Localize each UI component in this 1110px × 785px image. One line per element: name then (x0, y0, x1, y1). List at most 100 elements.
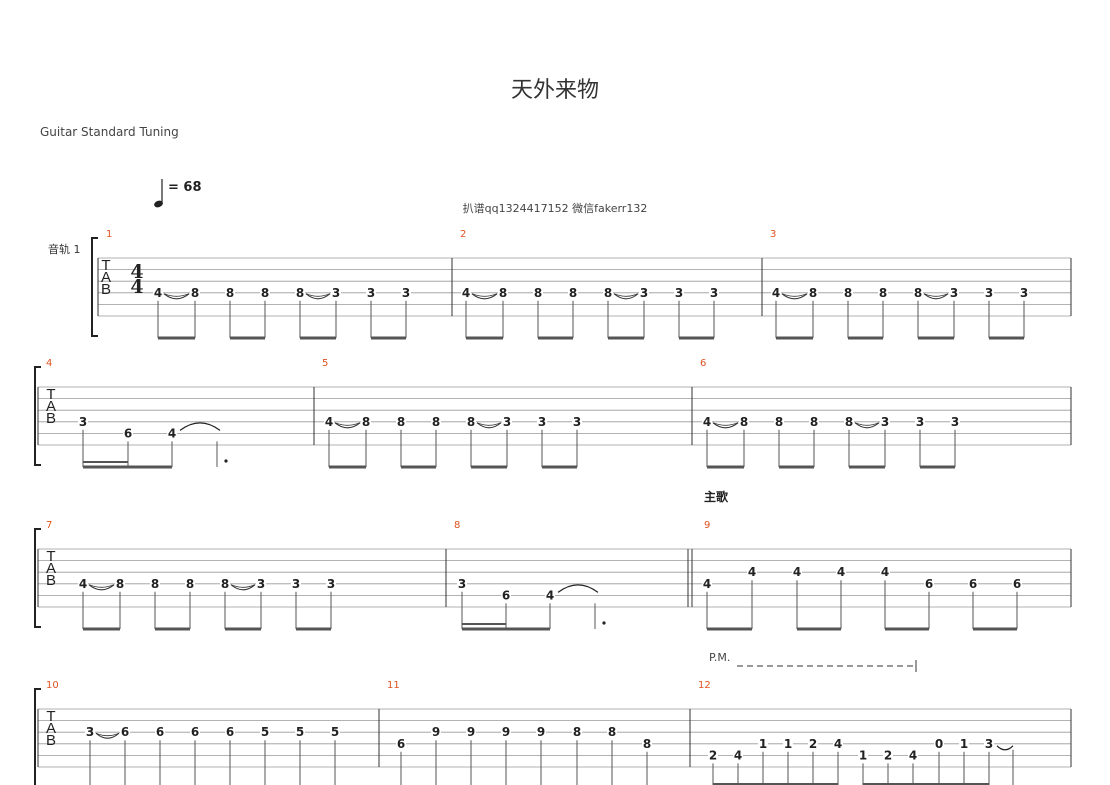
note-bg (883, 748, 893, 762)
note-bg (572, 414, 582, 428)
note-bg (326, 576, 336, 590)
fret-number: 4 (881, 565, 889, 579)
note-bg (844, 414, 854, 428)
system-bracket (34, 528, 41, 628)
note-bg (185, 576, 195, 590)
fret-number: 4 (734, 748, 742, 762)
note-bg (915, 414, 925, 428)
fret-number: 4 (154, 286, 162, 300)
note-bg (331, 285, 341, 299)
fret-number: 9 (502, 725, 510, 739)
note-bg (833, 736, 843, 750)
fret-number: 3 (292, 577, 300, 591)
fret-number: 6 (226, 725, 234, 739)
note-bg (949, 285, 959, 299)
slur (334, 422, 361, 429)
fret-number: 3 (951, 415, 959, 429)
song-title: 天外来物 (510, 78, 599, 103)
fret-number: 2 (809, 737, 817, 751)
fret-number: 8 (775, 415, 783, 429)
fret-number: 4 (793, 565, 801, 579)
note-bg (603, 285, 613, 299)
slur (781, 293, 808, 300)
note-bg (78, 414, 88, 428)
system-bracket (34, 366, 41, 466)
note-bg (545, 588, 555, 602)
fret-number: 8 (914, 286, 922, 300)
fret-number: 2 (709, 748, 717, 762)
section-label-verse: 主歌 (704, 490, 729, 504)
note-bg (774, 414, 784, 428)
tab-clef-letter: B (46, 572, 56, 589)
note-bg (858, 748, 868, 762)
fret-number: 8 (499, 286, 507, 300)
note-bg (642, 736, 652, 750)
note-bg (674, 285, 684, 299)
note-bg (256, 576, 266, 590)
fret-number: 3 (950, 286, 958, 300)
slur (781, 293, 808, 297)
measure-number: 9 (704, 520, 710, 531)
fret-number: 8 (261, 286, 269, 300)
note-bg (536, 725, 546, 739)
tab-clef-letter: T (46, 708, 55, 725)
measure-number: 1 (106, 229, 112, 240)
fret-number: 3 (257, 577, 265, 591)
fret-number: 4 (772, 286, 780, 300)
note-bg (880, 565, 890, 579)
fret-number: 6 (156, 725, 164, 739)
fret-number: 8 (879, 286, 887, 300)
note-bg (843, 285, 853, 299)
fret-number: 3 (1020, 286, 1028, 300)
note-bg (190, 725, 200, 739)
quarter-note-icon (154, 179, 163, 208)
fret-number: 8 (608, 725, 616, 739)
fret-number: 1 (859, 748, 867, 762)
note-bg (924, 576, 934, 590)
slur (230, 584, 256, 588)
fret-number: 8 (432, 415, 440, 429)
slur (923, 293, 949, 300)
note-bg (366, 285, 376, 299)
fret-number: 6 (969, 577, 977, 591)
fret-number: 3 (86, 725, 94, 739)
fret-number: 6 (121, 725, 129, 739)
note-bg (115, 576, 125, 590)
note-bg (809, 414, 819, 428)
measure-number: 3 (770, 229, 776, 240)
note-bg (123, 426, 133, 440)
fret-number: 3 (985, 737, 993, 751)
measure-number: 7 (46, 520, 52, 531)
note-bg (330, 725, 340, 739)
slur (95, 732, 120, 737)
slur (88, 584, 115, 588)
note-bg (457, 576, 467, 590)
note-bg (984, 736, 994, 750)
note-bg (498, 285, 508, 299)
fret-number: 9 (432, 725, 440, 739)
fret-number: 8 (397, 415, 405, 429)
fret-number: 8 (534, 286, 542, 300)
slur (471, 293, 498, 300)
fret-number: 6 (397, 737, 405, 751)
fret-number: 8 (604, 286, 612, 300)
system-bracket (34, 688, 41, 785)
note-bg (155, 725, 165, 739)
tie-arc (179, 422, 221, 431)
tab-clef-letter: B (46, 410, 56, 427)
note-bg (758, 736, 768, 750)
note-bg (878, 285, 888, 299)
fret-number: 1 (960, 737, 968, 751)
slur (230, 584, 256, 591)
note-bg (153, 285, 163, 299)
note-bg (913, 285, 923, 299)
fret-number: 8 (844, 286, 852, 300)
note-bg (537, 414, 547, 428)
note-bg (78, 576, 88, 590)
measure-number: 12 (698, 680, 711, 691)
note-bg (501, 588, 511, 602)
note-bg (502, 414, 512, 428)
note-bg (150, 576, 160, 590)
fret-number: 4 (546, 588, 554, 602)
